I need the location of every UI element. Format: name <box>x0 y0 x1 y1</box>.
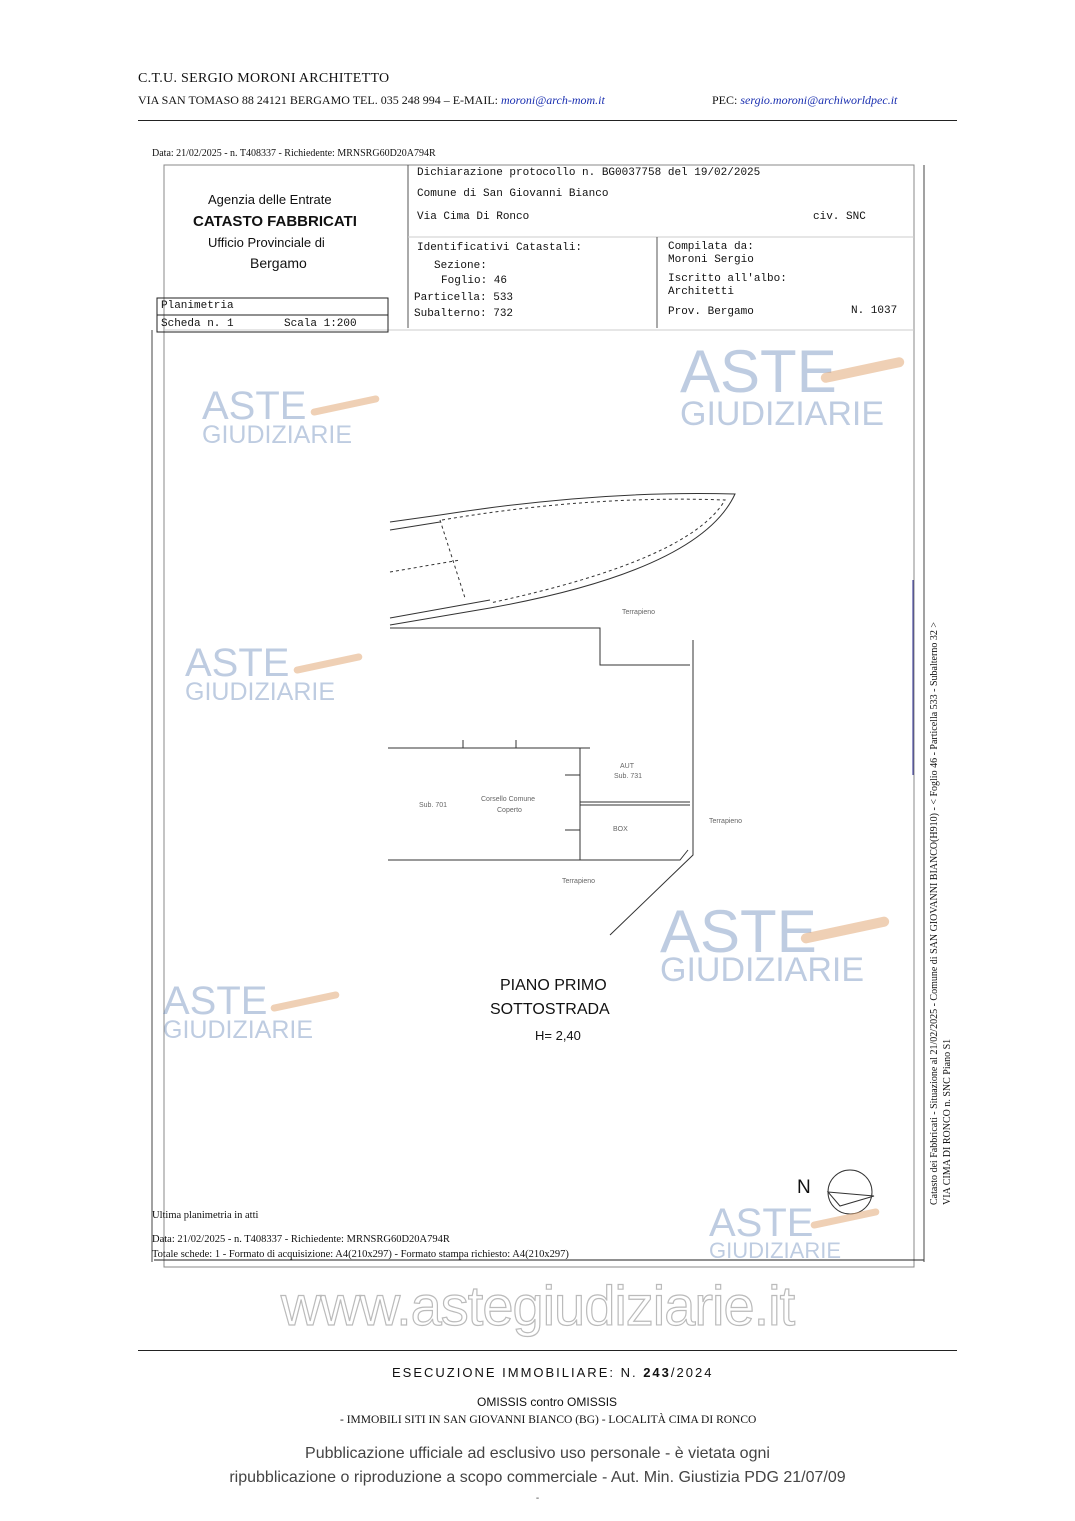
floor-plan-lines <box>388 492 914 936</box>
subalterno: Subalterno: 732 <box>414 308 514 320</box>
comune: Comune di San Giovanni Bianco <box>417 188 609 200</box>
ultima-planimetria: Ultima planimetria in atti <box>152 1210 259 1221</box>
email-link[interactable]: moroni@arch-mom.it <box>501 93 605 107</box>
numero-albo: N. 1037 <box>851 305 898 317</box>
compilatore: Moroni Sergio <box>668 254 754 266</box>
watermark-giudiziarie: GIUDIZIARIE <box>660 951 865 989</box>
room-label: Corsello Comune <box>481 796 536 803</box>
footer-divider <box>138 1350 957 1351</box>
room-label: BOX <box>613 826 628 833</box>
page-dash: - <box>535 1493 540 1504</box>
watermark-aste: ASTE <box>202 384 307 428</box>
watermark-giudiziarie: GIUDIZIARIE <box>680 395 885 433</box>
foglio: Foglio: 46 <box>441 275 508 287</box>
notice-line2: ripubblicazione o riproduzione a scopo c… <box>229 1469 846 1486</box>
plan-footer-totale: Totale schede: 1 - Formato di acquisizio… <box>152 1249 569 1260</box>
watermark-aste: ASTE <box>185 641 290 685</box>
firm-address: VIA SAN TOMASO 88 24121 BERGAMO TEL. 035… <box>138 93 502 107</box>
notice-line1: Pubblicazione ufficiale ad esclusivo uso… <box>305 1445 770 1462</box>
execution-year: /2024 <box>670 1365 714 1380</box>
catasto-title: CATASTO FABBRICATI <box>193 213 357 230</box>
room-label: Coperto <box>497 807 522 814</box>
room-label: AUT <box>620 763 634 770</box>
floor-title: PIANO PRIMO <box>500 977 607 994</box>
declaration: Dichiarazione protocollo n. BG0037758 de… <box>417 167 761 179</box>
execution-number: ESECUZIONE IMMOBILIARE: N. 243/2024 <box>392 1365 713 1380</box>
compilata-label: Compilata da: <box>668 241 754 253</box>
pec-link[interactable]: sergio.moroni@archiworldpec.it <box>740 93 898 107</box>
scheda-label: Scheda n. 1 <box>161 318 234 330</box>
sezione: Sezione: <box>434 260 487 272</box>
execution-prefix: ESECUZIONE IMMOBILIARE: N. <box>392 1365 644 1380</box>
watermark-giudiziarie: GIUDIZIARIE <box>185 678 336 706</box>
albo-value: Architetti <box>668 286 735 298</box>
watermark-giudiziarie: GIUDIZIARIE <box>709 1238 842 1263</box>
watermark-site: www.astegiudiziarie.it <box>280 1273 796 1337</box>
room-label: Sub. 731 <box>614 773 643 780</box>
planimetria-label: Planimetria <box>161 300 234 312</box>
floor-subtitle: SOTTOSTRADA <box>490 1001 610 1018</box>
side-info-line2: VIA CIMA DI RONCO n. SNC Piano S1 <box>942 1038 953 1205</box>
execution-num: 243 <box>643 1365 671 1380</box>
room-label: Terrapieno <box>622 609 656 616</box>
provincia: Prov. Bergamo <box>668 306 754 318</box>
albo-label: Iscritto all'albo: <box>668 273 787 285</box>
watermark-giudiziarie: GIUDIZIARIE <box>202 421 353 449</box>
room-label: Terrapieno <box>562 878 596 885</box>
plan-footer-data: Data: 21/02/2025 - n. T408337 - Richiede… <box>152 1234 450 1245</box>
particella: Particella: 533 <box>414 292 514 304</box>
floor-height: H= 2,40 <box>535 1028 581 1043</box>
watermark-aste: ASTE <box>660 898 817 965</box>
civico: civ. SNC <box>813 211 866 223</box>
parties: OMISSIS contro OMISSIS <box>477 1395 618 1409</box>
header-divider <box>138 120 957 121</box>
via: Via Cima Di Ronco <box>417 211 530 223</box>
watermark-aste: ASTE <box>163 979 268 1023</box>
room-label: Terrapieno <box>709 818 743 825</box>
office-name: Ufficio Provinciale di <box>208 235 325 250</box>
pec-contact: PEC: sergio.moroni@archiworldpec.it <box>712 93 897 108</box>
property-location: - IMMOBILI SITI IN SAN GIOVANNI BIANCO (… <box>340 1414 757 1426</box>
firm-name: C.T.U. SERGIO MORONI ARCHITETTO <box>138 71 390 86</box>
agency-name: Agenzia delle Entrate <box>208 192 332 207</box>
north-label: N <box>797 1177 811 1198</box>
room-label: Sub. 701 <box>419 802 448 809</box>
watermark-aste: ASTE <box>680 338 837 405</box>
scala-label: Scala 1:200 <box>284 318 357 330</box>
pec-label: PEC: <box>712 93 741 107</box>
ident-title: Identificativi Catastali: <box>417 242 583 254</box>
firm-contacts: VIA SAN TOMASO 88 24121 BERGAMO TEL. 035… <box>138 93 605 108</box>
request-line: Data: 21/02/2025 - n. T408337 - Richiede… <box>152 148 436 159</box>
watermark-giudiziarie: GIUDIZIARIE <box>163 1016 314 1044</box>
side-info-line1: Catasto dei Fabbricati - Situazione al 2… <box>929 622 940 1205</box>
office-city: Bergamo <box>250 255 307 271</box>
watermark-aste: ASTE <box>709 1201 814 1245</box>
